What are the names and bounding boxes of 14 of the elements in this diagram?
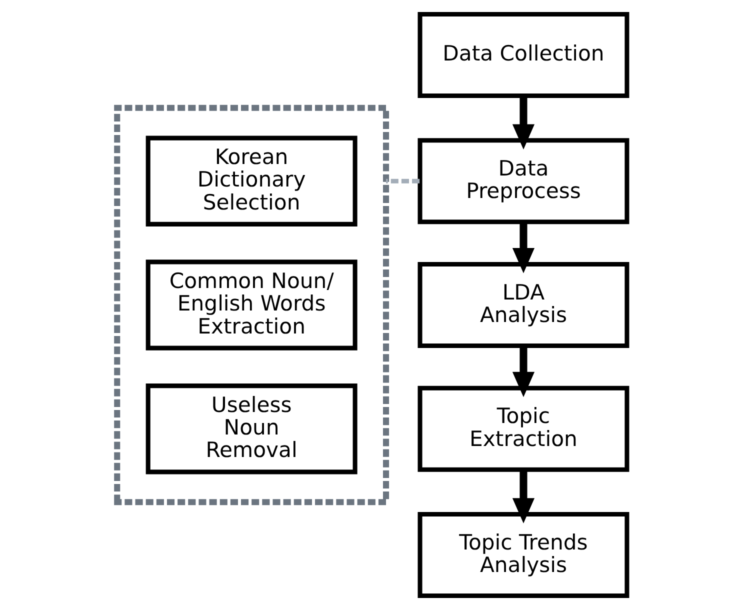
node-box: Topic Extraction [417,386,629,472]
node-box: Korean Dictionary Selection [145,136,357,226]
node-box: Data Preprocess [417,138,629,224]
arrow [512,96,534,150]
arrow [512,346,534,398]
cluster [114,104,389,506]
connector [386,178,420,184]
arrow [512,222,534,274]
node-box: Common Noun/ English Words Extraction [145,260,357,350]
node-box: Useless Noun Removal [145,384,357,474]
node-box: Data Collection [417,12,629,98]
node-box: Topic Trends Analysis [417,512,629,598]
node-box: LDA Analysis [417,262,629,348]
arrow [512,470,534,524]
